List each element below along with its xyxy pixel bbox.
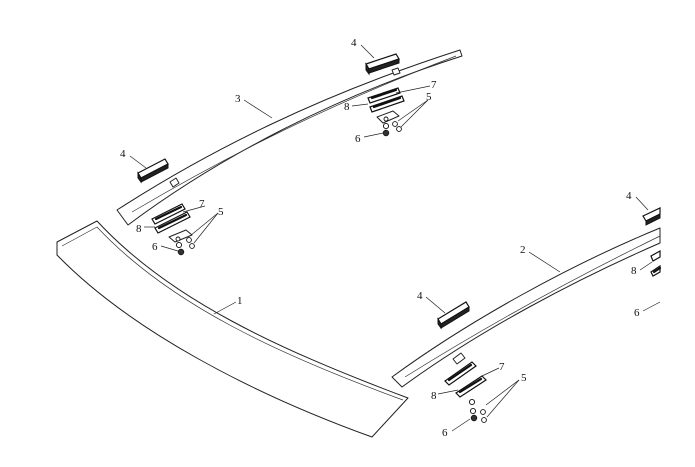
callout-6-lower: 6: [442, 427, 448, 439]
callout-5-lower: 5: [521, 372, 527, 384]
callout-6-upper: 6: [355, 133, 361, 145]
pad-seal-group-left: [151, 203, 191, 234]
callout-1: 1: [237, 295, 243, 307]
callout-4-upper: 4: [351, 37, 357, 49]
hardware-group-upper: [376, 110, 402, 137]
callout-4-left: 4: [120, 148, 126, 160]
pad-seal-group-lower: [444, 361, 487, 398]
callout-6-right-edge: 6: [634, 307, 640, 319]
leader-lines: [129, 44, 661, 432]
callout-8-right-edge: 8: [631, 265, 637, 277]
callout-8-upper: 8: [344, 101, 350, 113]
callout-8-left: 8: [136, 223, 142, 235]
callout-2: 2: [520, 244, 526, 256]
clip-left: [137, 158, 169, 184]
callout-6-left: 6: [152, 241, 158, 253]
callout-4-lower: 4: [417, 290, 423, 302]
pad-seal-group-right-edge: [650, 249, 662, 277]
pad-seal-group-upper: [367, 87, 405, 113]
callout-7-upper: 7: [431, 79, 437, 91]
trim-strip-part-2: [391, 227, 661, 388]
glass-panel-part-1: [56, 220, 409, 438]
callout-labels: 4 3 7 8 5 6 4 7 8 5 6 1 2 4 7 8 5 6 4 8 …: [120, 37, 640, 439]
callout-5-left: 5: [218, 206, 224, 218]
hardware-group-lower: [468, 398, 487, 423]
clip-right-lower: [437, 301, 470, 330]
callout-8-lower: 8: [431, 390, 437, 402]
callout-3: 3: [235, 93, 241, 105]
clip-upper: [365, 53, 400, 76]
clip-right-edge: [642, 207, 661, 226]
callout-7-lower: 7: [499, 361, 505, 373]
callout-7-left: 7: [199, 198, 205, 210]
hardware-group-left: [168, 229, 195, 256]
callout-4-right-edge: 4: [626, 190, 632, 202]
trim-strip-part-3: [116, 49, 463, 226]
callout-5-upper: 5: [426, 91, 432, 103]
